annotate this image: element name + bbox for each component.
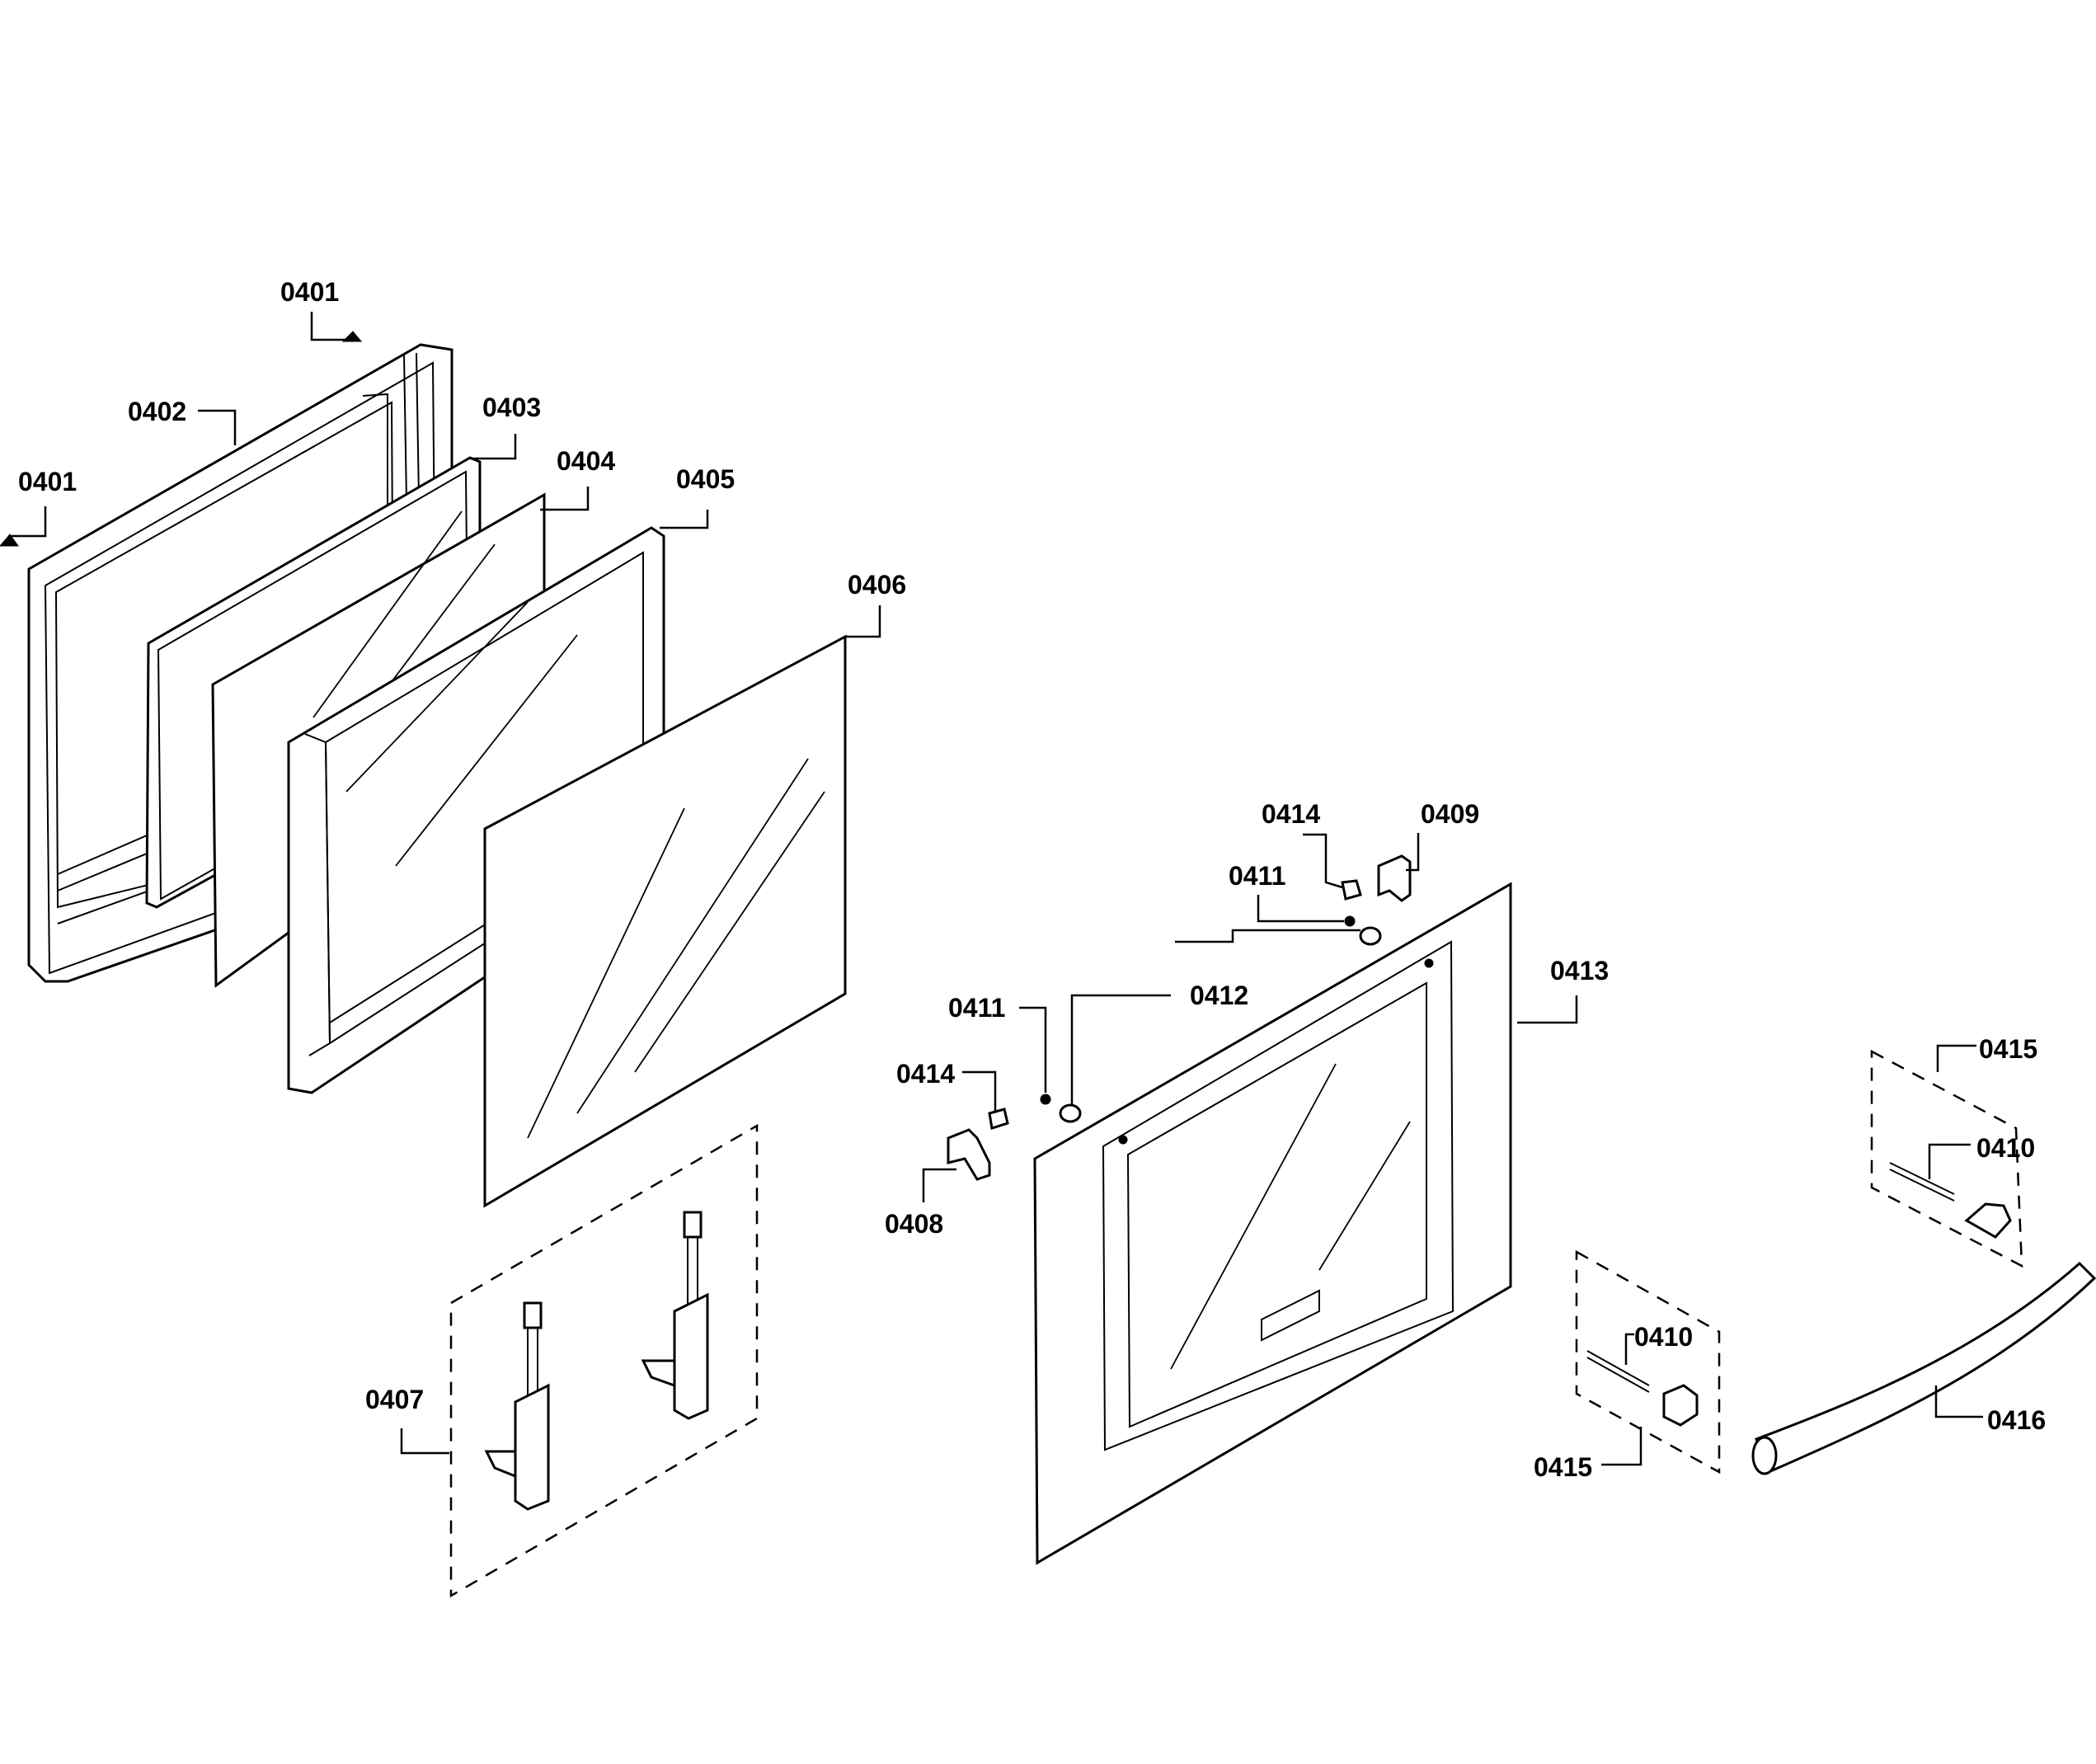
label-0412: 0412 [1190,981,1248,1010]
part-0407-hinges [449,1123,759,1598]
part-0408-bracket [947,1128,991,1181]
part-0406-outer-glass [483,634,847,1208]
part-0411-nuts [1040,915,1356,1105]
label-0414-top: 0414 [1262,799,1320,829]
label-0416: 0416 [1987,1405,2046,1435]
label-0405: 0405 [676,464,735,494]
label-0401-left: 0401 [18,467,77,496]
leader-lines [8,312,1983,1466]
hinge-right [641,1211,709,1420]
label-0410-right: 0410 [1976,1133,2035,1163]
screw-0401-left [0,534,19,547]
hinge-left [484,1301,550,1511]
callout-labels: 0401 0401 0402 0403 0404 0405 0406 0407 … [18,277,2046,1482]
label-0408: 0408 [885,1209,943,1239]
part-0416-handle-bar [1751,1261,2096,1475]
part-0412-washers [1059,926,1382,1123]
label-0411-top: 0411 [1229,861,1285,891]
label-0411-left: 0411 [948,993,1005,1023]
label-0415-right: 0415 [1979,1034,2037,1064]
part-0414-clips [988,879,1362,1130]
label-0403: 0403 [482,393,541,422]
label-0402: 0402 [128,397,186,426]
screw-0401-top [341,331,363,342]
part-0415-handle-end-left [1575,1249,1721,1475]
part-0409-bracket [1377,854,1412,902]
part-0413-door-panel [1033,882,1512,1565]
part-0415-handle-end-right [1870,1049,2023,1268]
label-0414-left: 0414 [896,1059,955,1089]
label-0407: 0407 [365,1385,424,1414]
label-0406: 0406 [848,570,906,600]
label-0410-left: 0410 [1634,1322,1693,1352]
label-0401-top: 0401 [280,277,339,307]
label-0404: 0404 [557,446,615,476]
label-0409: 0409 [1421,799,1479,829]
label-0413: 0413 [1550,956,1609,985]
label-0415-left: 0415 [1534,1452,1592,1482]
